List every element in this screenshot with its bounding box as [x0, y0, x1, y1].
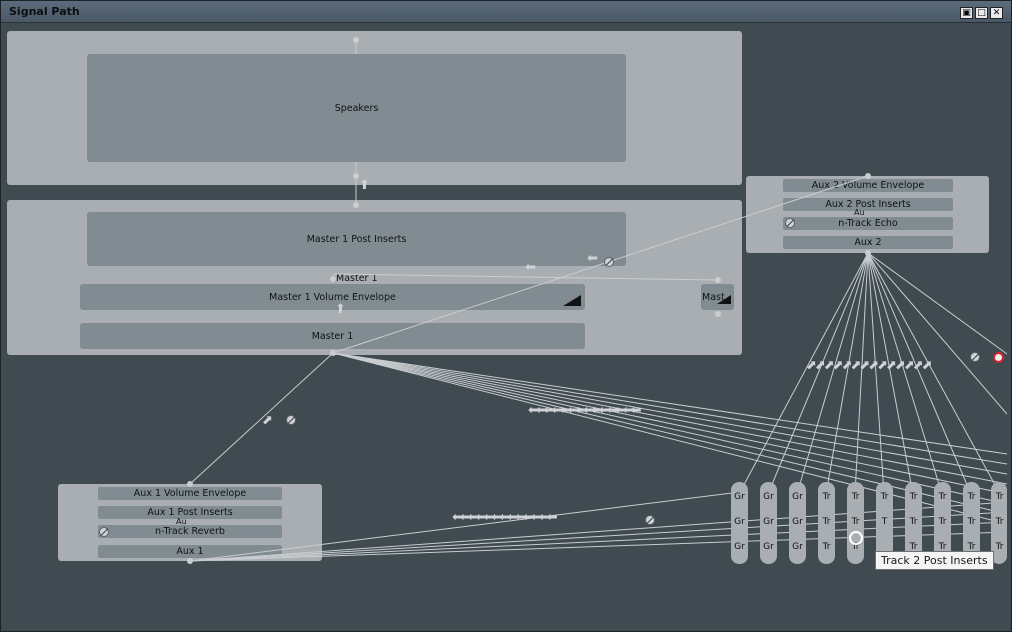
speakers-label: Speakers	[334, 102, 379, 114]
arrow-row-icon: ⬅⬅⬅⬅⬅⬅⬅⬅⬅⬅⬅⬅⬅	[452, 510, 558, 525]
signal-wires	[187, 37, 1007, 564]
channel-bottom-label: Tr	[822, 542, 831, 552]
channel-bottom-label: Gr	[734, 542, 745, 552]
aux1-reverb-node[interactable]: n-Track Reverb	[98, 525, 282, 538]
restore-button[interactable]: ▣	[960, 7, 973, 19]
aux1-overlap-label: Au	[176, 517, 187, 526]
channel-mid-label: Gr	[734, 517, 745, 527]
aux1-post-inserts-node[interactable]: Aux 1 Post Inserts	[98, 506, 282, 519]
channel-top-label: Gr	[763, 492, 774, 502]
arrow-icon: ⬅	[587, 251, 598, 266]
channel-bottom-label: Tr	[851, 542, 860, 552]
channel-mid-label: Tr	[909, 517, 918, 527]
arrow-icon: ⬈	[262, 413, 273, 428]
channel-bottom-label: Gr	[792, 542, 803, 552]
title-bar[interactable]: Signal Path ▣ □ ✕	[1, 1, 1011, 23]
channel-strip[interactable]: Gr Gr Gr	[760, 482, 777, 564]
no-symbol-icon[interactable]	[99, 527, 109, 537]
no-symbol-icon[interactable]	[970, 352, 980, 362]
channel-top-label: Tr	[909, 492, 918, 502]
channel-strip[interactable]: Gr Gr Gr	[789, 482, 806, 564]
master-volume-envelope-label: Master 1 Volume Envelope	[269, 291, 396, 303]
aux2-volume-envelope-node[interactable]: Aux 2 Volume Envelope	[783, 179, 953, 192]
channel-bottom-label: Tr	[909, 542, 918, 552]
tooltip: Track 2 Post Inserts	[875, 551, 994, 570]
master-node[interactable]: Master 1	[80, 323, 585, 349]
volume-ramp-icon[interactable]	[717, 295, 731, 304]
aux2-echo-node[interactable]: n-Track Echo	[783, 217, 953, 230]
channel-top-label: Tr	[938, 492, 947, 502]
channel-strip[interactable]: Gr Gr Gr	[731, 482, 748, 564]
arrow-row-icon: ⬅⬅⬅⬅⬅⬅⬅⬅⬅⬅⬅⬅⬅⬅	[528, 403, 641, 418]
arrow-icon: ⬆	[359, 178, 370, 193]
no-symbol-icon[interactable]	[286, 415, 296, 425]
master-label: Master 1	[311, 330, 354, 342]
channel-mid-label: Tr	[822, 517, 831, 527]
channel-strip[interactable]: Tr Tr Tr	[934, 482, 951, 564]
channel-top-label: Gr	[792, 492, 803, 502]
channel-top-label: Gr	[734, 492, 745, 502]
channel-bottom-label: Tr	[938, 542, 947, 552]
master-side-label: Mast	[702, 291, 725, 303]
cursor-ring-icon	[849, 531, 863, 545]
channel-bottom-label: Gr	[763, 542, 774, 552]
channel-bottom-label: Tr	[967, 542, 976, 552]
speakers-node[interactable]: Speakers	[87, 54, 626, 162]
channel-strip[interactable]: Tr T	[876, 482, 893, 564]
channel-mid-label: T	[881, 517, 888, 527]
no-symbol-icon[interactable]	[604, 257, 614, 267]
aux2-overlap-label: Au	[854, 208, 865, 217]
channel-strip[interactable]: Tr Tr Tr	[905, 482, 922, 564]
signal-path-canvas[interactable]: Speakers Master 1 Post Inserts Master 1 …	[5, 24, 1007, 629]
aux2-node[interactable]: Aux 2	[783, 236, 953, 249]
aux1-volume-envelope-node[interactable]: Aux 1 Volume Envelope	[98, 487, 282, 500]
master-post-inserts-label: Master 1 Post Inserts	[306, 233, 407, 245]
channel-top-label: Tr	[822, 492, 831, 502]
channel-strip[interactable]: Tr Tr Tr	[847, 482, 864, 564]
channel-mid-label: Tr	[995, 517, 1004, 527]
close-button[interactable]: ✕	[990, 7, 1003, 19]
channel-mid-label: Gr	[763, 517, 774, 527]
red-no-symbol-icon[interactable]	[993, 352, 1004, 363]
channel-strip[interactable]: Tr Tr Tr	[991, 482, 1007, 564]
arrow-row-icon: ⬈⬈⬈⬈⬈⬈⬈⬈⬈⬈⬈⬈⬈⬈	[806, 358, 932, 373]
channel-top-label: Tr	[851, 492, 860, 502]
channel-strip[interactable]: Tr Tr Tr	[963, 482, 980, 564]
arrow-icon: ⬅	[525, 260, 536, 275]
channel-mid-label: Gr	[792, 517, 803, 527]
master-small-label: Master 1	[336, 273, 378, 284]
aux2-post-inserts-node[interactable]: Aux 2 Post Inserts	[783, 198, 953, 211]
channel-mid-label: Tr	[938, 517, 947, 527]
volume-ramp-icon[interactable]	[563, 295, 581, 306]
no-symbol-icon[interactable]	[645, 515, 655, 525]
channel-bottom-label: Tr	[995, 542, 1004, 552]
maximize-button[interactable]: □	[975, 7, 988, 19]
channel-mid-label: Tr	[967, 517, 976, 527]
window-title: Signal Path	[9, 5, 80, 18]
channel-top-label: Tr	[995, 492, 1004, 502]
channel-strip[interactable]: Tr Tr Tr	[818, 482, 835, 564]
channel-mid-label: Tr	[851, 517, 860, 527]
no-symbol-icon[interactable]	[785, 218, 795, 228]
master-post-inserts-node[interactable]: Master 1 Post Inserts	[87, 212, 626, 266]
channel-top-label: Tr	[967, 492, 976, 502]
arrow-icon: ⬆	[335, 302, 346, 317]
channel-top-label: Tr	[880, 492, 889, 502]
